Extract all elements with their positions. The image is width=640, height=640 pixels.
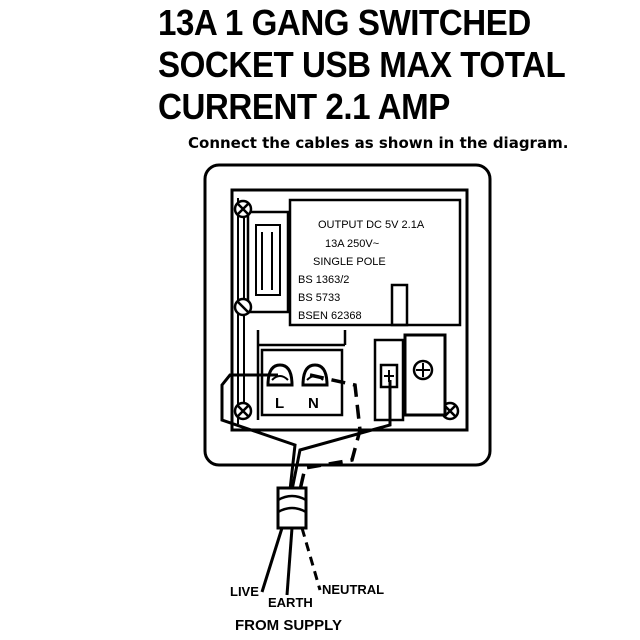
current-voltage-label: 13A 250V~ — [325, 238, 379, 250]
supply-earth-wire — [285, 527, 294, 596]
live-wire-label: LIVE — [230, 584, 259, 599]
earth-wire-label: EARTH — [268, 595, 313, 610]
output-rating-label: OUTPUT DC 5V 2.1A — [318, 219, 425, 231]
heading-line-1: 13A 1 GANG SWITCHED — [158, 2, 531, 43]
neutral-terminal: N — [301, 363, 329, 412]
live-terminal-label: L — [275, 395, 284, 412]
standard-label-3: BSEN 62368 — [298, 310, 362, 322]
switch-module — [246, 210, 290, 314]
heading-line-3: CURRENT 2.1 AMP — [158, 86, 450, 127]
cable-sleeve — [276, 486, 308, 530]
usb-label-panel — [288, 198, 462, 327]
neutral-terminal-label: N — [308, 395, 319, 412]
backbox-outline — [230, 188, 469, 432]
earth-terminal-block — [390, 283, 447, 417]
heading: 13A 1 GANG SWITCHED SOCKET USB MAX TOTAL… — [158, 2, 590, 128]
from-supply-label: FROM SUPPLY — [235, 617, 342, 634]
supply-live-wire — [260, 527, 284, 593]
earth-wire — [290, 380, 392, 491]
bottom-left-screw — [233, 401, 253, 421]
heading-line-2: SOCKET USB MAX TOTAL — [158, 44, 566, 85]
top-left-screw — [233, 199, 253, 219]
standard-label-1: BS 1363/2 — [298, 274, 349, 286]
live-terminal: L — [266, 363, 294, 412]
switch-earth-terminal — [379, 363, 399, 389]
mid-left-screw — [233, 297, 253, 317]
pole-label: SINGLE POLE — [313, 256, 386, 268]
standard-label-2: BS 5733 — [298, 292, 340, 304]
live-wire — [220, 373, 297, 491]
neutral-wire-label: NEUTRAL — [322, 582, 384, 597]
supply-neutral-wire — [300, 527, 322, 591]
faceplate-outline — [203, 163, 492, 467]
instruction-text: Connect the cables as shown in the diagr… — [188, 134, 569, 152]
neutral-wire — [298, 373, 362, 491]
